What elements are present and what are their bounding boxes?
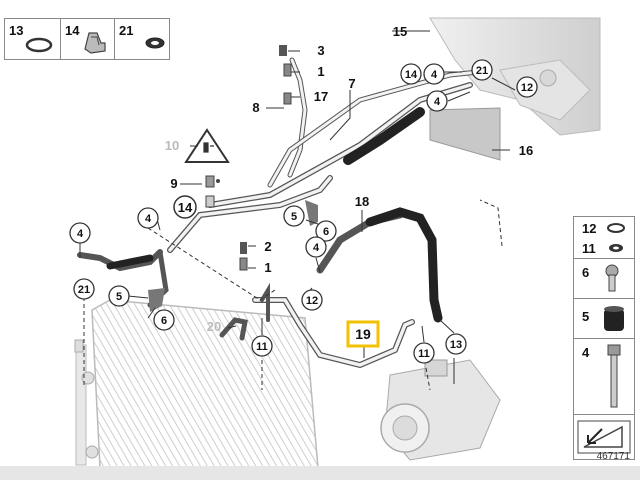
callout-5-upper: 5 [283,205,305,227]
o-ring-icon [607,223,625,252]
callout-11: 11 [256,341,268,353]
long-bolt-icon [607,344,621,408]
callout-12-evap: 12 [516,76,538,98]
legend-top: 13 14 21 [4,18,170,60]
callout-1: 1 [264,260,271,275]
callout-6-upper: 6 [315,220,337,242]
callout-21: 21 [78,284,90,296]
callout-6: 6 [323,226,329,238]
callout-4-evap-low: 4 [426,90,448,112]
callout-19: 19 [355,326,371,342]
legend-number: 11 [582,241,596,256]
callout-14-valve: 14 [173,195,197,219]
callout-12-middle: 12 [301,289,323,311]
legend-side: 12 11 6 5 4 [573,216,635,460]
footer-bar [0,466,640,480]
legend-cell-4: 4 [574,339,634,415]
legend-cell-arrow [574,415,634,459]
callout-14: 14 [178,200,193,215]
callout-14: 14 [405,69,418,81]
legend-cell-13: 13 [5,19,61,59]
o-ring-icon [25,37,53,53]
callout-18: 18 [355,194,369,209]
callout-16: 16 [519,143,533,158]
callout-5-lower: 5 [108,285,130,307]
callout-4-middle: 4 [305,236,327,258]
callout-4: 4 [434,96,441,108]
callout-2: 2 [264,239,271,254]
callout-4-upper-left: 4 [137,207,159,229]
callout-3: 3 [317,43,324,58]
callout-19-highlighted[interactable]: 19 [346,320,380,348]
legend-cell-12-11: 12 11 [574,217,634,259]
callout-4: 4 [77,228,84,240]
legend-number: 12 [582,221,597,236]
legend-number: 6 [582,265,590,280]
seal-ring-icon [145,37,165,49]
callout-14-evap: 14 [400,63,422,85]
legend-cell-14: 14 [61,19,115,59]
callout-4: 4 [431,69,438,81]
legend-cell-6: 6 [574,259,634,299]
legend-cell-21: 21 [115,19,169,59]
callout-11-compressor: 11 [413,342,435,364]
callout-11: 11 [418,348,430,360]
view-direction-icon [577,420,631,454]
screw-icon [605,264,619,292]
legend-number: 4 [582,345,590,360]
legend-number: 14 [65,23,80,38]
callout-15: 15 [393,24,407,39]
callout-12: 12 [521,82,533,94]
callout-6-lower: 6 [153,309,175,331]
callout-7: 7 [348,76,355,91]
callout-4-evap-top: 4 [423,63,445,85]
callout-13: 13 [445,333,467,355]
callout-12: 12 [306,295,318,307]
callout-6: 6 [161,315,167,327]
rubber-bushing-icon [604,306,624,331]
callout-5: 5 [291,211,297,223]
callout-4: 4 [145,213,152,225]
legend-number: 5 [582,309,590,324]
callout-5: 5 [116,291,122,303]
callout-11-lower: 11 [251,335,273,357]
callout-8: 8 [252,100,259,115]
clip-icon [84,32,106,54]
callout-17: 17 [314,89,328,104]
diagram-id: 467171 [596,451,630,462]
legend-cell-5: 5 [574,299,634,339]
callout-20: 20 [207,319,221,334]
callout-10: 10 [165,138,179,153]
callout-21: 21 [476,65,488,77]
callout-1: 1 [317,64,324,79]
callout-9: 9 [170,176,177,191]
callout-4: 4 [313,242,320,254]
callout-13: 13 [450,339,462,351]
callout-21-evap: 21 [471,59,493,81]
callout-4-left: 4 [69,222,91,244]
legend-number: 13 [9,23,24,38]
legend-number: 21 [119,23,134,38]
callout-21-left: 21 [73,278,95,300]
